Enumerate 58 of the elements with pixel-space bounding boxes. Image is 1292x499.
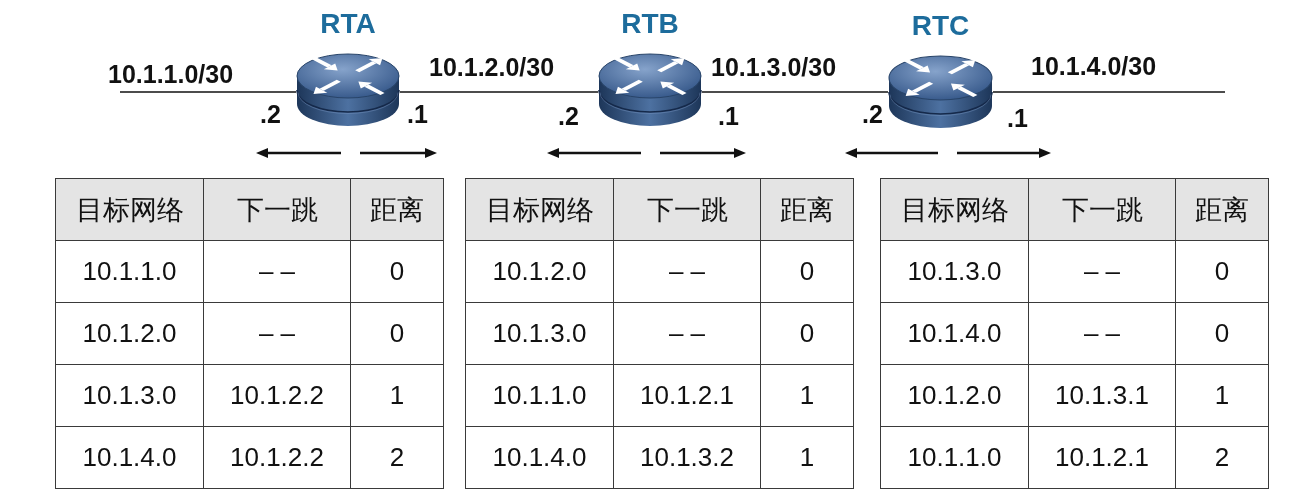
table-cell: 10.1.3.2 — [614, 427, 761, 489]
table-cell: 10.1.2.0 — [466, 241, 614, 303]
table-cell: 10.1.1.0 — [466, 365, 614, 427]
table-cell: 10.1.2.2 — [204, 427, 351, 489]
table-cell: 0 — [351, 241, 444, 303]
table-cell: 1 — [1176, 365, 1269, 427]
column-header: 目标网络 — [466, 179, 614, 241]
table-cell: 10.1.4.0 — [881, 303, 1029, 365]
column-header: 目标网络 — [56, 179, 204, 241]
connection-line — [992, 91, 1226, 93]
table-cell: 10.1.1.0 — [881, 427, 1029, 489]
table-cell: 0 — [761, 241, 854, 303]
interface-label: .1 — [407, 100, 428, 128]
router-name: RTC — [911, 10, 970, 42]
column-header: 距离 — [351, 179, 444, 241]
table-cell: 10.1.4.0 — [466, 427, 614, 489]
interface-label: .2 — [260, 100, 281, 128]
table-cell: 2 — [1176, 427, 1269, 489]
column-header: 下一跳 — [1029, 179, 1176, 241]
table-cell: 2 — [351, 427, 444, 489]
table-cell: 1 — [351, 365, 444, 427]
table-cell: – – — [1029, 241, 1176, 303]
table-cell: – – — [204, 241, 351, 303]
table-cell: 10.1.2.2 — [204, 365, 351, 427]
column-header: 下一跳 — [204, 179, 351, 241]
interface-label: .1 — [1007, 104, 1028, 132]
table-cell: 0 — [351, 303, 444, 365]
table-cell: 10.1.2.1 — [614, 365, 761, 427]
table-cell: 0 — [1176, 241, 1269, 303]
router-name: RTB — [621, 8, 679, 40]
column-header: 下一跳 — [614, 179, 761, 241]
table-cell: – – — [614, 303, 761, 365]
table-cell: 10.1.2.1 — [1029, 427, 1176, 489]
table-cell: 0 — [761, 303, 854, 365]
router-name: RTA — [320, 8, 376, 40]
interface-label: .2 — [862, 100, 883, 128]
table-cell: 10.1.3.0 — [56, 365, 204, 427]
table-cell: – – — [1029, 303, 1176, 365]
table-cell: 10.1.2.0 — [56, 303, 204, 365]
connection-line — [701, 91, 889, 93]
column-header: 距离 — [761, 179, 854, 241]
table-cell: 1 — [761, 365, 854, 427]
interface-label: .1 — [718, 102, 739, 130]
table-cell: 0 — [1176, 303, 1269, 365]
connection-line — [119, 91, 297, 93]
table-cell: 10.1.3.1 — [1029, 365, 1176, 427]
table-cell: 10.1.3.0 — [881, 241, 1029, 303]
table-cell: – – — [614, 241, 761, 303]
connection-line — [399, 91, 599, 93]
table-cell: 1 — [761, 427, 854, 489]
table-cell: – – — [204, 303, 351, 365]
table-cell: 10.1.1.0 — [56, 241, 204, 303]
interface-label: .2 — [558, 102, 579, 130]
column-header: 目标网络 — [881, 179, 1029, 241]
table-cell: 10.1.3.0 — [466, 303, 614, 365]
table-cell: 10.1.4.0 — [56, 427, 204, 489]
table-cell: 10.1.2.0 — [881, 365, 1029, 427]
column-header: 距离 — [1176, 179, 1269, 241]
